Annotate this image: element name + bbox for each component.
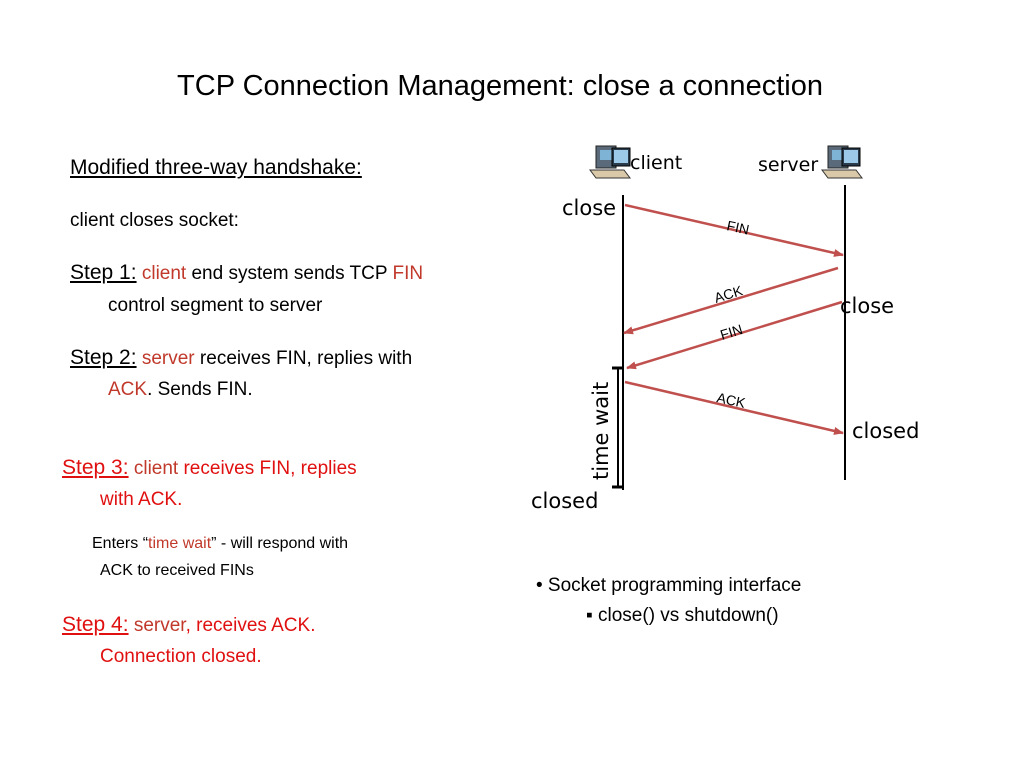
step3-line2: with ACK.: [100, 489, 183, 510]
fin-arrow-server-to-client: [626, 300, 843, 370]
ack-arrow-server-to-client: [623, 266, 839, 335]
step2-text-b: . Sends FIN.: [147, 379, 253, 400]
step2-label: Step 2:: [70, 346, 137, 369]
step2-line2: ACK. Sends FIN.: [108, 377, 253, 402]
slide-title: TCP Connection Management: close a conne…: [177, 70, 823, 102]
step3-actor: client: [133, 458, 179, 479]
server-label: server: [758, 154, 819, 176]
step3-text-a: receives FIN, replies: [178, 458, 357, 479]
msg-ack-2: ACK: [715, 389, 747, 411]
step4-actor: server: [133, 615, 186, 636]
step3-line1: Step 3: client receives FIN, replies: [62, 455, 357, 481]
handshake-heading: Modified three-way handshake:: [70, 156, 362, 179]
step2-ack: ACK: [108, 379, 148, 400]
timewait-prefix: Enters “: [92, 535, 149, 552]
client-closed-label: closed: [531, 489, 599, 513]
timewait-line1: Enters “time wait” - will respond with: [92, 535, 348, 553]
step2-line1: Step 2: server receives FIN, replies wit…: [70, 345, 412, 371]
bullet-socket-interface: • Socket programming interface: [536, 575, 802, 596]
step1-line1: Step 1: client end system sends TCP FIN: [70, 260, 423, 286]
fin-arrow-client-to-server: [624, 203, 844, 257]
client-close-label: close: [562, 196, 617, 220]
step4-label: Step 4:: [62, 613, 129, 636]
step4-line1: Step 4: server, receives ACK.: [62, 612, 315, 638]
server-computer-icon: [821, 145, 863, 179]
ack-arrow-client-to-server: [624, 380, 844, 435]
msg-fin-2: FIN: [718, 321, 744, 343]
msg-fin-1: FIN: [725, 217, 750, 237]
step1-label: Step 1:: [70, 261, 137, 284]
server-closed-label: closed: [852, 419, 920, 443]
step2-actor: server: [141, 348, 195, 369]
timewait-highlight: time wait: [148, 535, 212, 552]
intro-text: client closes socket:: [70, 210, 239, 231]
timewait-suffix: ” - will respond with: [211, 535, 349, 552]
step1-fin: FIN: [392, 263, 424, 284]
step1-text-a: end system sends TCP: [186, 263, 393, 284]
server-close-label: close: [840, 294, 895, 318]
step1-actor: client: [141, 263, 187, 284]
time-wait-bracket: [612, 366, 624, 489]
step1-line2: control segment to server: [108, 295, 323, 316]
step3-label: Step 3:: [62, 456, 129, 479]
time-wait-label: time wait: [589, 382, 613, 480]
bullet-close-vs-shutdown: ▪ close() vs shutdown(): [586, 605, 779, 626]
client-label: client: [630, 152, 683, 174]
timewait-line2: ACK to received FINs: [100, 562, 254, 579]
client-computer-icon: [589, 145, 631, 179]
step2-text-a: receives FIN, replies with: [194, 348, 413, 369]
step4-line2: Connection closed.: [100, 646, 262, 667]
step4-text-a: , receives ACK.: [185, 615, 316, 636]
